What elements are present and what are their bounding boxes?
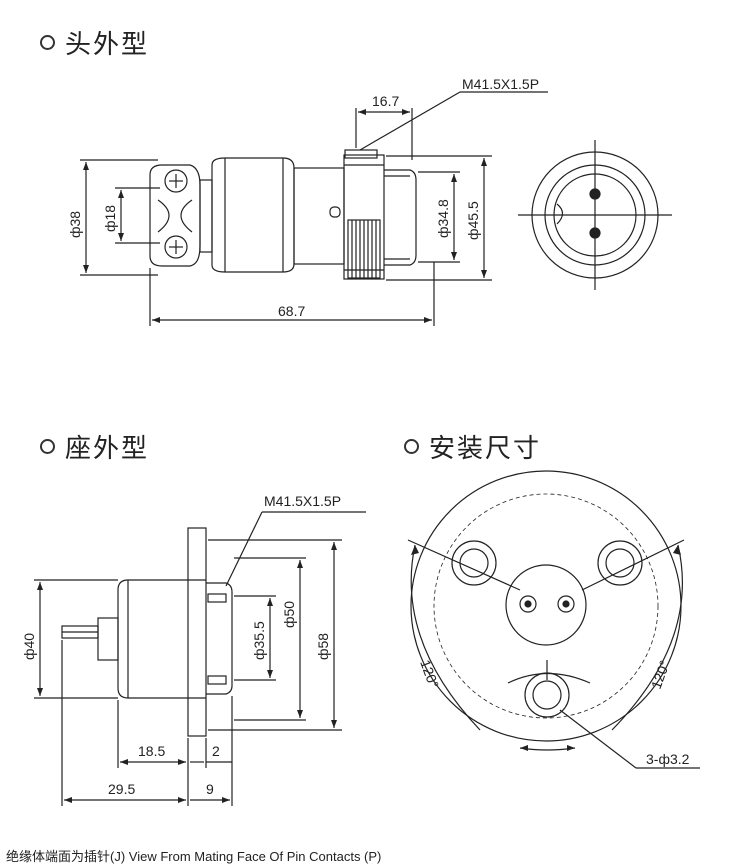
bullet-icon: [404, 439, 419, 454]
plug-len-68-7: 68.7: [278, 303, 305, 319]
footer-note: 绝缘体端面为插针(J) View From Mating Face Of Pin…: [6, 849, 382, 864]
socket-len-2: 2: [212, 743, 220, 759]
plug-d34-8: ф34.8: [435, 199, 451, 238]
knurled-nut: [347, 219, 381, 279]
plug-end-view: [518, 140, 672, 290]
plug-side-view: [80, 91, 548, 326]
mounting-angle-left: 120°: [417, 658, 442, 691]
bullet-icon: [40, 35, 55, 50]
plug-d18: ф18: [102, 205, 118, 232]
plug-outline-title: 头外型: [65, 30, 150, 60]
mounting-angle-right: 120°: [648, 658, 673, 691]
socket-len-9: 9: [206, 781, 214, 797]
socket-outline-title: 座外型: [65, 434, 150, 464]
mounting-title: 安装尺寸: [429, 434, 542, 464]
socket-d35-5: ф35.5: [251, 621, 267, 660]
socket-thread-label: M41.5X1.5P: [264, 493, 341, 509]
section-title-mounting: 安装尺寸: [404, 428, 541, 465]
socket-d40: ф40: [21, 633, 37, 660]
socket-len-29-5: 29.5: [108, 781, 135, 797]
socket-d50: ф50: [281, 601, 297, 628]
mounting-holes-label: 3-ф3.2: [646, 751, 690, 767]
mounting-view: [407, 470, 700, 769]
plug-len-16-7: 16.7: [372, 93, 399, 109]
socket-len-18-5: 18.5: [138, 743, 165, 759]
bullet-icon: [40, 439, 55, 454]
socket-d58: ф58: [315, 633, 331, 660]
socket-side-view: [34, 511, 366, 806]
plug-d38: ф38: [67, 211, 83, 238]
section-title-socket: 座外型: [40, 428, 149, 465]
plug-d45-5: ф45.5: [465, 201, 481, 240]
plug-thread-label: M41.5X1.5P: [462, 76, 539, 92]
section-title-plug: 头外型: [40, 24, 149, 61]
